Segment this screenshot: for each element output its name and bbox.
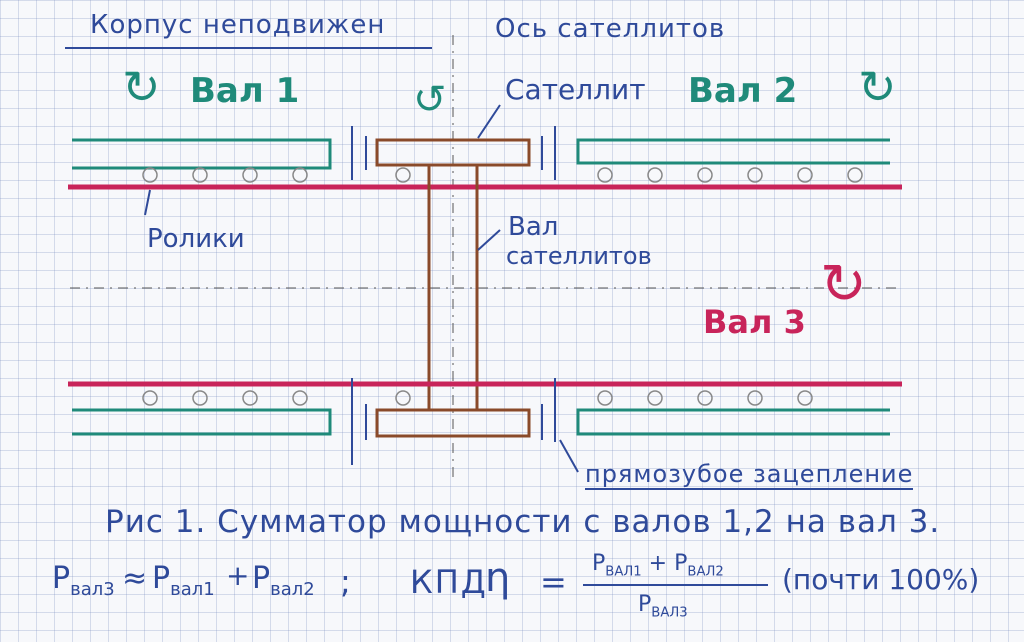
rollers-leader — [144, 189, 151, 216]
roller — [142, 167, 158, 183]
formula-equals: = — [540, 563, 567, 601]
formula-power-shaft2: Pвал2 — [252, 564, 315, 599]
rotation-arrow-icon: ↻ — [122, 60, 161, 114]
rollers-group — [142, 167, 863, 406]
gear-mesh-ticks — [351, 126, 556, 465]
spur-gearing-label: прямозубое зацепление — [585, 460, 914, 490]
formula-plus: + — [226, 559, 250, 592]
roller — [847, 167, 863, 183]
rollers-label: Ролики — [147, 224, 245, 254]
formula-num-plus: + — [648, 551, 668, 576]
formula-p: P — [52, 561, 71, 596]
formula-p: P — [252, 561, 271, 596]
formula-num-sub1: ВАЛ1 — [605, 564, 642, 580]
formula-sub-shaft3: вал3 — [70, 579, 115, 600]
roller — [647, 390, 663, 406]
roller — [647, 167, 663, 183]
formula-power-shaft3: Pвал3 — [52, 564, 115, 599]
roller — [292, 390, 308, 406]
roller — [597, 390, 613, 406]
shaft2-bottom-outer — [576, 408, 890, 436]
satellite-top-body — [375, 138, 531, 167]
formula-eta: η — [485, 555, 511, 601]
formula-denominator: PВАЛ3 — [638, 594, 688, 620]
shaft1-top-outer — [72, 138, 332, 170]
satellite-label: Сателлит — [505, 73, 646, 106]
roller — [747, 167, 763, 183]
shaft2-top-outer — [576, 138, 890, 165]
formula-p: P — [592, 551, 606, 576]
satellite-axis-label: Ось сателлитов — [495, 14, 726, 44]
satellite-shaft-leader — [477, 229, 501, 251]
formula-sub-shaft1: вал1 — [170, 579, 215, 600]
satellite-shaft-label-line1: Вал — [508, 212, 559, 242]
formula-approx: ≈ — [122, 561, 148, 596]
formula-sub-shaft2: вал2 — [270, 579, 315, 600]
formula-num-sub2: ВАЛ2 — [687, 564, 724, 580]
roller — [395, 167, 411, 183]
roller — [697, 390, 713, 406]
shaft1-label: Вал 1 — [190, 71, 300, 111]
roller — [192, 167, 208, 183]
roller — [242, 390, 258, 406]
shaft1-bottom-outer — [72, 408, 332, 436]
shaft2-label: Вал 2 — [688, 71, 798, 111]
formula-p: P — [638, 592, 652, 617]
formula-p: P — [152, 561, 171, 596]
spur-gearing-leader — [559, 439, 579, 473]
roller — [797, 167, 813, 183]
roller — [142, 390, 158, 406]
roller — [747, 390, 763, 406]
formula-efficiency-label: КПД — [410, 563, 488, 601]
formula-power-shaft1: Pвал1 — [152, 564, 215, 599]
roller — [797, 390, 813, 406]
formula-p: P — [674, 551, 688, 576]
roller — [597, 167, 613, 183]
roller — [697, 167, 713, 183]
housing-label: Корпус неподвижен — [90, 10, 386, 40]
roller — [395, 390, 411, 406]
rotation-arrow-icon: ↻ — [820, 252, 867, 317]
caption: Рис 1. Сумматор мощности с валов 1,2 на … — [105, 504, 941, 540]
rotation-arrow-icon: ↻ — [858, 60, 897, 114]
formula-semicolon: ; — [340, 563, 351, 601]
formula-numerator: PВАЛ1 + PВАЛ2 — [592, 553, 724, 579]
satellite-leader — [477, 104, 501, 139]
roller — [292, 167, 308, 183]
formula-den-sub: ВАЛ3 — [651, 605, 688, 621]
shaft3-label: Вал 3 — [703, 303, 806, 341]
rotation-arrow-icon: ↺ — [413, 77, 447, 123]
satellite-shaft-label-line2: сателлитов — [506, 242, 652, 270]
roller — [242, 167, 258, 183]
satellite-bottom-body — [375, 408, 531, 438]
roller — [192, 390, 208, 406]
formula-note: (почти 100%) — [782, 563, 980, 596]
